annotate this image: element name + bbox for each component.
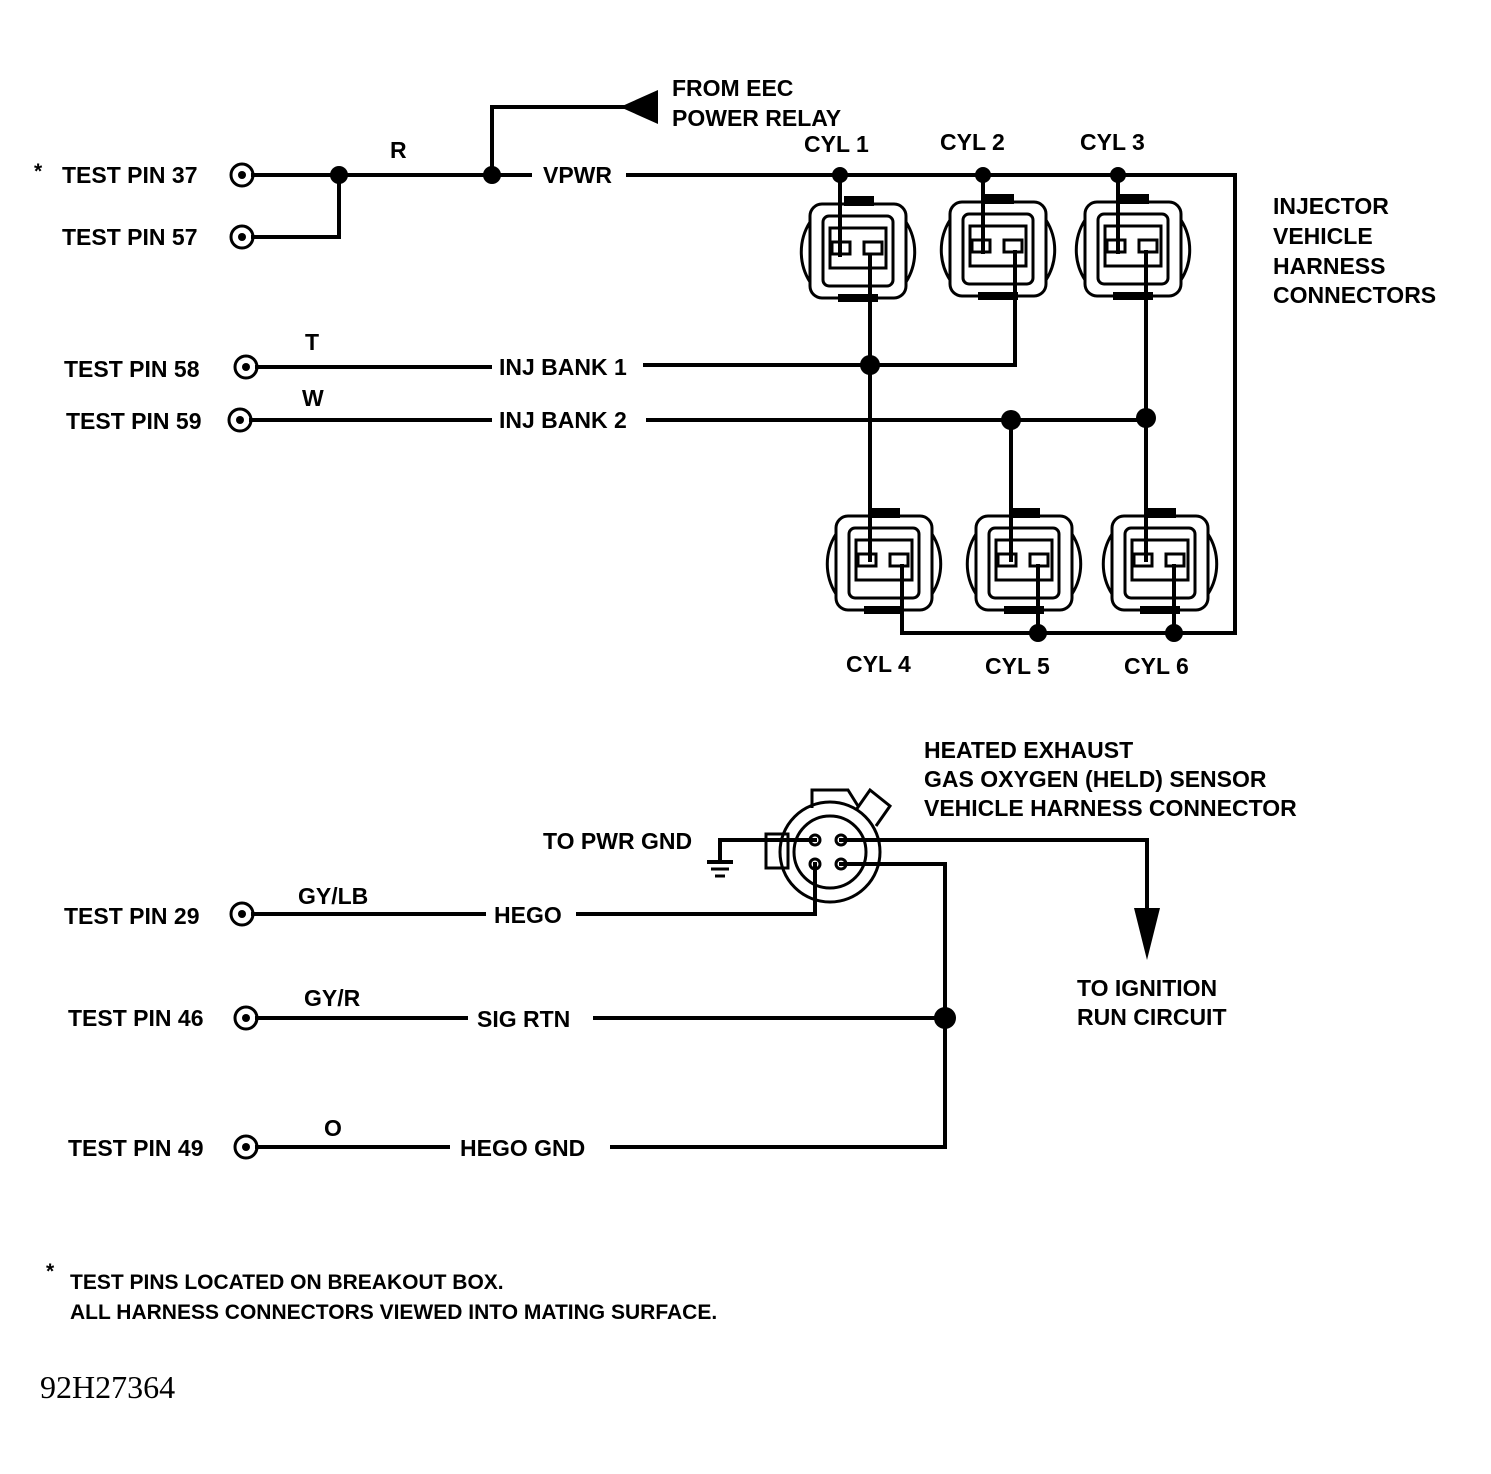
splice-dot <box>330 166 348 184</box>
test-pin-59-label: TEST PIN 59 <box>66 408 201 434</box>
cyl6-label: CYL 6 <box>1124 653 1189 679</box>
test-pin-37-label: TEST PIN 37 <box>62 162 197 188</box>
pwr-gnd-wire <box>718 838 817 862</box>
to-ignition-label-1: TO IGNITION <box>1077 975 1217 1001</box>
to-ignition-label-2: RUN CIRCUIT <box>1077 1004 1227 1030</box>
hego-gnd-label: HEGO GND <box>460 1135 585 1161</box>
wire-color-r: R <box>390 137 407 163</box>
injector-connector-cyl6 <box>1101 506 1219 616</box>
hego-sensor-label-1: HEATED EXHAUST <box>924 737 1133 763</box>
hego-sensor-connector <box>764 787 893 904</box>
injector-label-3: HARNESS <box>1273 253 1385 279</box>
cyl5-label: CYL 5 <box>985 653 1050 679</box>
splice-dot <box>860 355 880 375</box>
test-pin-58-terminal <box>233 354 259 380</box>
test-pin-29-terminal <box>229 901 255 927</box>
test-pin-57-label: TEST PIN 57 <box>62 224 197 250</box>
injector-label-4: CONNECTORS <box>1273 282 1436 308</box>
wire-color-o: O <box>324 1115 342 1141</box>
injector-label-2: VEHICLE <box>1273 223 1373 249</box>
from-eec-label-1: FROM EEC <box>672 75 793 101</box>
test-pin-57-terminal <box>229 224 255 250</box>
cyl4-cyl6-vpwr-return <box>900 564 1237 635</box>
footnote-line-1: TEST PINS LOCATED ON BREAKOUT BOX. <box>70 1271 504 1294</box>
splice-dot <box>1001 410 1021 430</box>
footnote-line-2: ALL HARNESS CONNECTORS VIEWED INTO MATIN… <box>70 1301 717 1324</box>
figure-id: 92H27364 <box>40 1369 175 1405</box>
cyl3-label: CYL 3 <box>1080 129 1145 155</box>
inj-bank-1-label: INJ BANK 1 <box>499 354 627 380</box>
wire-color-gy-lb: GY/LB <box>298 883 368 909</box>
hego-sensor-label-2: GAS OXYGEN (HELD) SENSOR <box>924 766 1267 792</box>
injector-connector-cyl5 <box>965 506 1083 616</box>
injector-label-1: INJECTOR <box>1273 193 1389 219</box>
hego-gnd-riser <box>839 862 947 1149</box>
wire-color-t: T <box>305 329 319 355</box>
injector-connector-cyl2 <box>939 192 1057 302</box>
wire-color-gy-r: GY/R <box>304 985 361 1011</box>
cyl4-label: CYL 4 <box>846 651 911 677</box>
injector-connector-cyl3 <box>1074 192 1192 302</box>
splice-dot <box>934 1007 956 1029</box>
test-pin-59-terminal <box>227 407 253 433</box>
inj-bank-2-label: INJ BANK 2 <box>499 407 627 433</box>
cyl2-bank1-wire <box>868 250 1017 367</box>
eec-power-relay-feed <box>490 90 658 175</box>
test-pin-46-terminal <box>233 1005 259 1031</box>
test-pin-49-terminal <box>233 1134 259 1160</box>
test-pin-46-label: TEST PIN 46 <box>68 1005 203 1031</box>
injector-connector-cyl4 <box>825 506 943 616</box>
cyl1-label: CYL 1 <box>804 131 869 157</box>
sig-rtn-label: SIG RTN <box>477 1006 570 1032</box>
splice-dot <box>1029 624 1047 642</box>
hego-label: HEGO <box>494 902 562 928</box>
test-pin-29-label: TEST PIN 29 <box>64 903 199 929</box>
injector-connector-cyl1 <box>799 194 917 304</box>
pin57-jumper <box>251 173 341 239</box>
footnote-asterisk: * <box>46 1260 55 1283</box>
test-pin-58-label: TEST PIN 58 <box>64 356 200 382</box>
test-pin-49-label: TEST PIN 49 <box>68 1135 203 1161</box>
splice-dot <box>1165 624 1183 642</box>
test-pin-37-terminal <box>229 162 255 188</box>
hego-wire-right <box>576 862 817 916</box>
wire-color-w: W <box>302 385 324 411</box>
from-eec-label-2: POWER RELAY <box>672 105 841 131</box>
vpwr-label: VPWR <box>543 162 612 188</box>
ignition-run-wire <box>839 838 1149 912</box>
ground-icon <box>707 860 733 878</box>
arrow-down-icon <box>1134 908 1160 960</box>
pin37-asterisk: * <box>34 160 43 183</box>
arrow-left-icon <box>620 90 658 124</box>
cyl2-label: CYL 2 <box>940 129 1005 155</box>
to-pwr-gnd-label: TO PWR GND <box>543 828 692 854</box>
splice-dot <box>1136 408 1156 428</box>
hego-sensor-label-3: VEHICLE HARNESS CONNECTOR <box>924 795 1297 821</box>
splice-dot <box>483 166 501 184</box>
